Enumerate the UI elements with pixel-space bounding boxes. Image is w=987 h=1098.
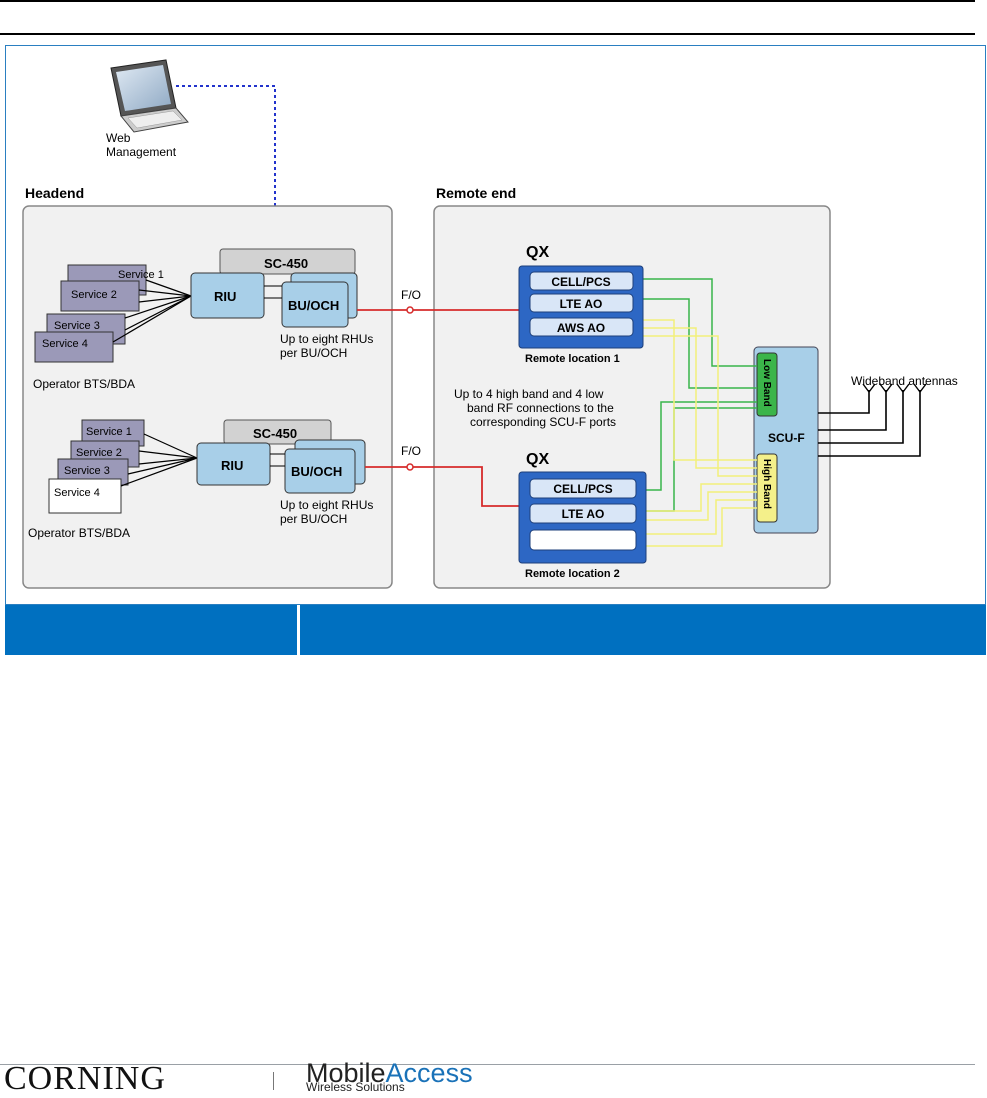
qx1-slot <box>529 271 634 291</box>
table-header-cell-right <box>300 605 986 655</box>
qx2-slot-empty <box>529 529 637 551</box>
rf-note-line: Up to 4 high band and 4 low <box>454 387 604 401</box>
high-band-port <box>756 453 778 523</box>
table-header-cell-left <box>5 605 297 655</box>
logo-access: Access <box>385 1058 473 1088</box>
riu-bu-links-1 <box>264 285 282 299</box>
qx2-title: QX <box>526 451 549 468</box>
header-rule-top <box>0 0 975 2</box>
qx1-slot-label: LTE AO <box>560 297 603 311</box>
buoch-note-2: per BU/OCH <box>280 346 347 360</box>
qx2-slot-label: CELL/PCS <box>553 482 612 496</box>
buoch-box <box>281 281 349 328</box>
sc450-label: SC-450 <box>253 426 297 441</box>
service-label: Service 1 <box>86 426 132 438</box>
service-label: Service 4 <box>54 487 100 499</box>
qx1-slot-label: AWS AO <box>557 321 605 335</box>
laptop-icon <box>110 59 189 133</box>
riu-box <box>190 272 265 319</box>
fo-label-2: F/O <box>401 444 421 458</box>
header-rule-bottom <box>0 33 975 35</box>
service-stack-1: Service 1 Service 2 Service 3 Service 4 <box>34 264 164 363</box>
footer-separator <box>273 1072 274 1090</box>
buoch-box <box>284 448 356 494</box>
high-band-label: High Band <box>761 459 772 509</box>
remote-title: Remote end <box>436 185 516 201</box>
qx1-location: Remote location 1 <box>525 353 620 365</box>
fiber-connector <box>406 306 414 314</box>
qx1-slot-label: CELL/PCS <box>551 275 610 289</box>
riu-box <box>196 442 271 486</box>
fo-label-1: F/O <box>401 288 421 302</box>
service-label: Service 3 <box>64 465 110 477</box>
qx1-slot <box>529 293 634 313</box>
service-label: Service 4 <box>42 338 88 350</box>
low-band-port <box>756 352 778 417</box>
qx2-slot <box>529 503 637 524</box>
footer: CORNING MobileAccess Wireless Solutions <box>0 1058 987 1097</box>
service-label: Service 2 <box>71 289 117 301</box>
low-band-label: Low Band <box>761 359 772 407</box>
service-box <box>34 331 114 363</box>
operator-label-1: Operator BTS/BDA <box>33 377 135 391</box>
headend-title: Headend <box>25 185 84 201</box>
scuf-label: SCU-F <box>768 431 805 445</box>
fiber-link-2 <box>365 466 519 507</box>
system-diagram-figure: Web Management Headend Service 1 Service… <box>5 45 986 605</box>
sc450-box <box>219 248 356 275</box>
service-label: Service 3 <box>54 320 100 332</box>
system-diagram: Web Management Headend Service 1 Service… <box>22 59 958 589</box>
web-management-label-2: Management <box>106 145 177 159</box>
riu-label: RIU <box>221 458 243 473</box>
qx2-location: Remote location 2 <box>525 568 620 580</box>
service-links-1 <box>112 279 192 343</box>
logo-tagline: Wireless Solutions <box>306 1080 405 1094</box>
qx2-slot <box>529 478 637 499</box>
qx1-slot <box>529 317 634 337</box>
buoch-note-1: Up to eight RHUs <box>280 498 373 512</box>
service-box <box>60 280 140 312</box>
riu-label: RIU <box>214 289 236 304</box>
web-management-label-1: Web <box>106 131 131 145</box>
corning-logo: CORNING <box>4 1060 166 1097</box>
service-label: Service 2 <box>76 447 122 459</box>
buoch-label: BU/OCH <box>288 298 339 313</box>
qx1-title: QX <box>526 244 549 261</box>
antennas-label: Wideband antennas <box>851 374 958 388</box>
rf-note-line: band RF connections to the <box>467 401 614 415</box>
fiber-connector <box>406 463 414 471</box>
service-label: Service 1 <box>118 269 164 281</box>
sc450-box <box>223 419 332 445</box>
rf-note-line: corresponding SCU-F ports <box>470 415 616 429</box>
sc450-label: SC-450 <box>264 256 308 271</box>
service-box <box>48 478 122 514</box>
riu-bu-links-2 <box>270 453 285 467</box>
buoch-label: BU/OCH <box>291 464 342 479</box>
management-link <box>176 85 276 251</box>
antenna-feeds <box>818 390 921 457</box>
qx2-slot-label: LTE AO <box>562 507 605 521</box>
operator-label-2: Operator BTS/BDA <box>28 526 130 540</box>
high-band-rf-links <box>635 319 757 547</box>
buoch-note-2: per BU/OCH <box>280 512 347 526</box>
footer-rule <box>0 1064 975 1065</box>
buoch-note-1: Up to eight RHUs <box>280 332 373 346</box>
service-stack-2: Service 1 Service 2 Service 3 Service 4 <box>48 419 145 514</box>
logo-mobile: Mobile <box>306 1058 386 1088</box>
antenna-icon <box>862 383 927 394</box>
mobileaccess-logo: MobileAccess <box>306 1058 473 1089</box>
service-links-2 <box>120 433 198 487</box>
